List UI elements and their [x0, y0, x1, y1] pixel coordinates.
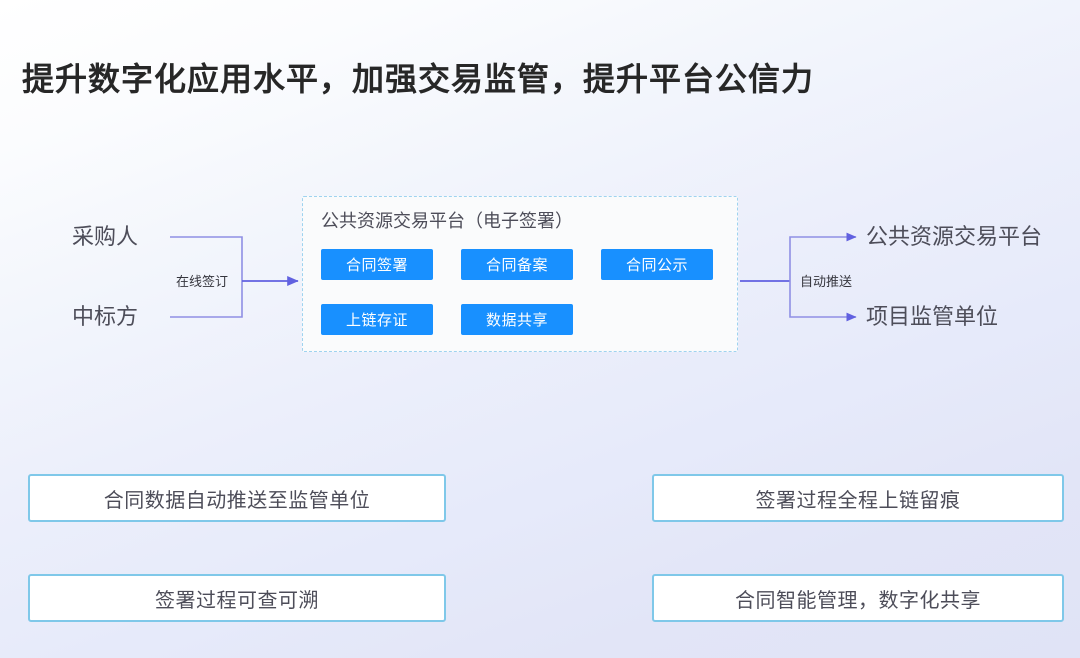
actor-bid-winner: 中标方 — [72, 304, 139, 329]
edge-label-auto-push: 自动推送 — [800, 274, 853, 289]
platform-title: 公共资源交易平台（电子签署） — [321, 211, 573, 231]
feature-card-blockchain-trace: 签署过程全程上链留痕 — [652, 474, 1064, 522]
page-title: 提升数字化应用水平，加强交易监管，提升平台公信力 — [22, 61, 815, 98]
feature-card-grid: 合同数据自动推送至监管单位 签署过程全程上链留痕 签署过程可查可溯 合同智能管理… — [0, 470, 1080, 630]
flow-connectors — [170, 232, 857, 322]
feature-card-auto-push: 合同数据自动推送至监管单位 — [28, 474, 446, 522]
flow-diagram: 采购人 中标方 在线签订 自动推送 公共资源交易平台（电子签署） 合同签署 合同… — [0, 180, 1080, 380]
feature-card-smart-management: 合同智能管理，数字化共享 — [652, 574, 1064, 622]
platform-tag-row-secondary: 上链存证 数据共享 — [321, 304, 573, 335]
tag-contract-publicity[interactable]: 合同公示 — [601, 249, 713, 280]
destination-trading-platform: 公共资源交易平台 — [866, 224, 1043, 249]
tag-contract-signing[interactable]: 合同签署 — [321, 249, 433, 280]
tag-data-sharing[interactable]: 数据共享 — [461, 304, 573, 335]
tag-blockchain-evidence[interactable]: 上链存证 — [321, 304, 433, 335]
platform-container: 公共资源交易平台（电子签署） 合同签署 合同备案 合同公示 上链存证 数据共享 — [302, 196, 738, 352]
edge-label-online-signing: 在线签订 — [176, 274, 229, 289]
tag-contract-filing[interactable]: 合同备案 — [461, 249, 573, 280]
actor-purchaser: 采购人 — [72, 224, 139, 249]
destination-supervision-unit: 项目监管单位 — [866, 304, 999, 329]
feature-card-traceable: 签署过程可查可溯 — [28, 574, 446, 622]
platform-tag-row-primary: 合同签署 合同备案 合同公示 — [321, 249, 713, 280]
